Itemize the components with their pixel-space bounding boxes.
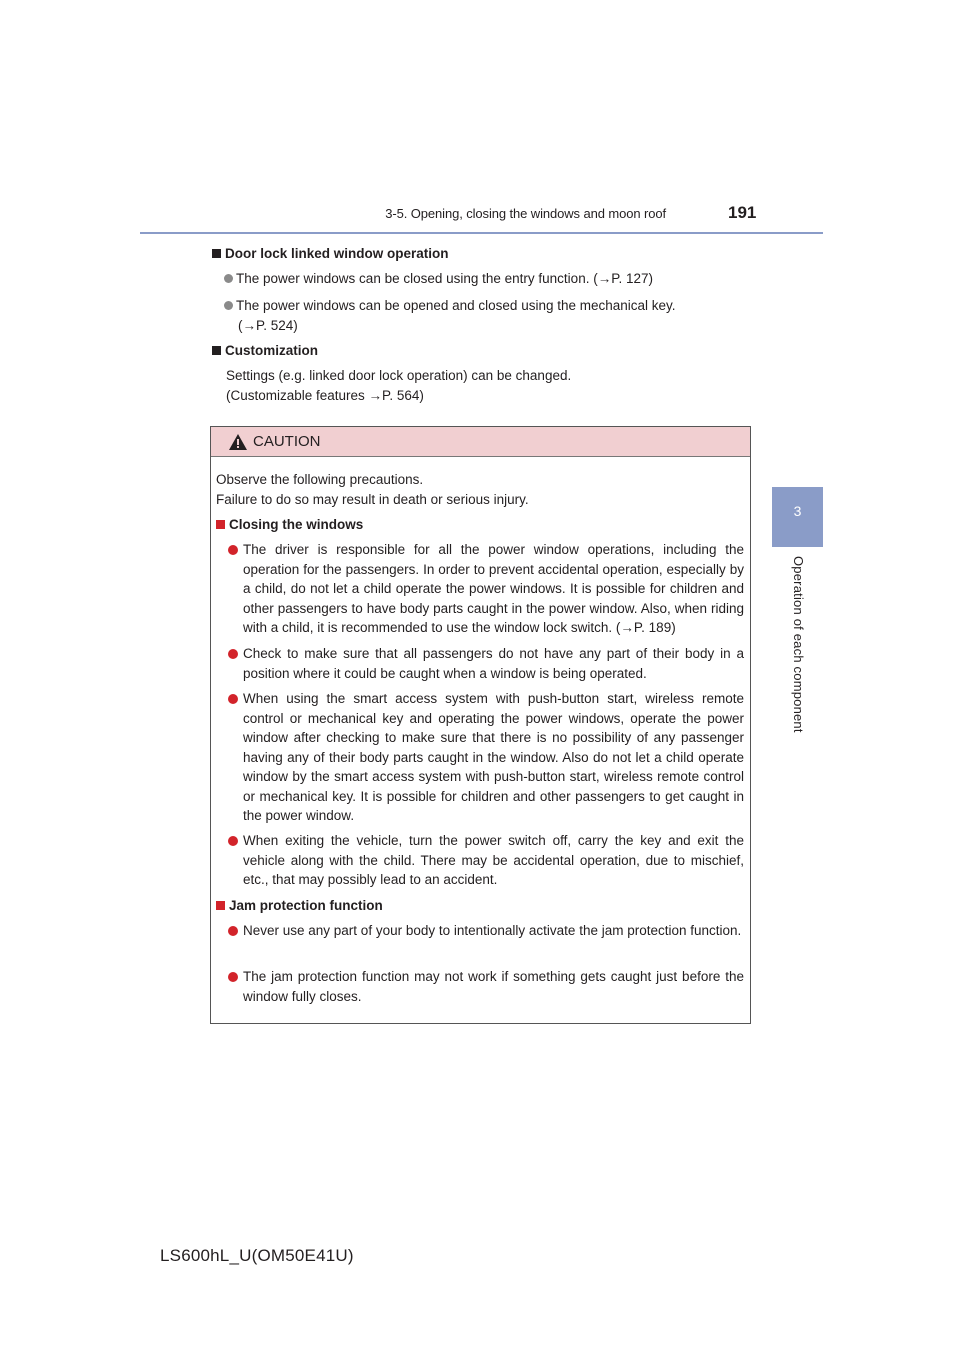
customization-line-1: Settings (e.g. linked door lock operatio… (226, 368, 572, 383)
closing-bullet-3: When using the smart access system with … (228, 689, 744, 826)
section-title: 3-5. Opening, closing the windows and mo… (385, 206, 666, 221)
page-number: 191 (728, 203, 757, 222)
door-lock-heading: Door lock linked window operation (212, 244, 752, 264)
closing-bullet-1-text: The driver is responsible for all the po… (243, 542, 744, 635)
caution-title: CAUTION (253, 433, 321, 450)
jam-protection-heading-text: Jam protection function (229, 898, 383, 913)
customization-heading-text: Customization (225, 343, 318, 358)
chapter-tab: 3 (772, 487, 823, 547)
chapter-number: 3 (793, 503, 802, 519)
square-bullet-icon (212, 249, 221, 258)
warning-triangle-icon (228, 432, 248, 461)
door-lock-bullet-1-text: The power windows can be closed using th… (236, 271, 653, 286)
closing-bullet-3-text: When using the smart access system with … (243, 691, 744, 823)
circle-bullet-icon (228, 836, 238, 846)
door-lock-bullet-2-line-2: (→P. 524) (238, 317, 298, 333)
circle-bullet-icon (228, 694, 238, 704)
jam-bullet-2: The jam protection function may not work… (228, 967, 744, 1006)
square-bullet-icon (212, 346, 221, 355)
circle-bullet-icon (228, 545, 238, 555)
door-lock-bullet-2-line-1: The power windows can be opened and clos… (236, 298, 676, 313)
square-bullet-icon (216, 901, 225, 910)
jam-bullet-1: Never use any part of your body to inten… (228, 921, 744, 941)
closing-bullet-1: The driver is responsible for all the po… (228, 540, 744, 638)
circle-bullet-icon (228, 649, 238, 659)
customization-line-2: (Customizable features →P. 564) (226, 387, 424, 403)
caution-header: CAUTION (211, 427, 750, 457)
model-code: LS600hL_U(OM50E41U) (160, 1246, 354, 1265)
closing-windows-heading: Closing the windows (216, 515, 744, 535)
closing-bullet-2: Check to make sure that all passengers d… (228, 644, 744, 683)
circle-bullet-icon (224, 301, 233, 310)
chapter-label: Operation of each component (791, 556, 806, 733)
caution-intro: Observe the following precautions. Failu… (216, 470, 744, 509)
customization-text: Settings (e.g. linked door lock operatio… (226, 366, 766, 405)
caution-intro-2: Failure to do so may result in death or … (216, 491, 529, 507)
door-lock-bullet-1: The power windows can be closed using th… (224, 269, 764, 289)
customization-heading: Customization (212, 341, 752, 361)
square-bullet-icon (216, 520, 225, 529)
caution-intro-1: Observe the following precautions. (216, 472, 424, 487)
closing-bullet-2-text: Check to make sure that all passengers d… (243, 646, 744, 681)
jam-protection-heading: Jam protection function (216, 896, 744, 916)
jam-bullet-1-text: Never use any part of your body to inten… (243, 923, 742, 938)
caution-box: CAUTION Observe the following precaution… (210, 426, 751, 1024)
header-rule (140, 232, 823, 234)
closing-bullet-4-text: When exiting the vehicle, turn the power… (243, 833, 744, 887)
door-lock-heading-text: Door lock linked window operation (225, 246, 449, 261)
circle-bullet-icon (228, 926, 238, 936)
jam-bullet-2-text: The jam protection function may not work… (243, 969, 744, 1004)
door-lock-bullet-2: The power windows can be opened and clos… (224, 296, 764, 335)
circle-bullet-icon (228, 972, 238, 982)
closing-bullet-4: When exiting the vehicle, turn the power… (228, 831, 744, 890)
closing-windows-heading-text: Closing the windows (229, 517, 364, 532)
circle-bullet-icon (224, 274, 233, 283)
